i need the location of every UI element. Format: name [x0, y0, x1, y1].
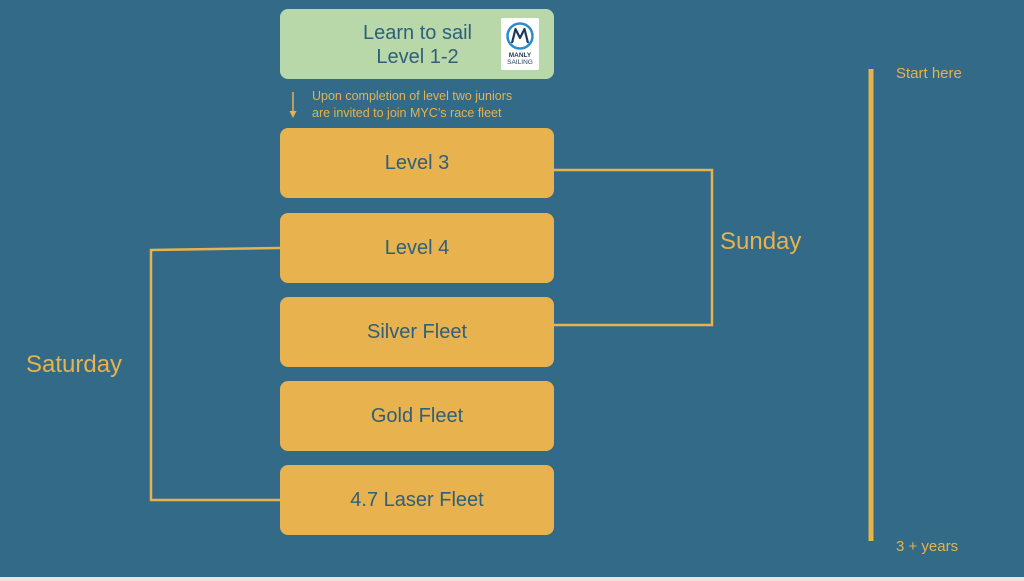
logo-text-line2: SAILING	[507, 59, 533, 66]
learn-to-sail-title: Learn to sail Level 1-2	[340, 21, 495, 69]
logo-text: MANLY SAILING	[501, 52, 539, 66]
timeline-end-label: 3 + years	[896, 538, 959, 555]
down-arrow-head	[289, 111, 297, 118]
learn-to-sail-line1: Learn to sail	[363, 22, 472, 44]
sunday-bracket	[554, 168, 714, 327]
saturday-bracket	[149, 246, 281, 502]
manly-sailing-logo-icon	[506, 22, 534, 50]
learn-to-sail-line2: Level 1-2	[376, 46, 459, 68]
bottom-strip	[0, 577, 1024, 581]
level-4-box: Level 4	[280, 213, 554, 283]
learn-to-sail-box: Learn to sail Level 1-2 MANLY SAILING	[280, 9, 554, 79]
logo-text-line1: MANLY	[508, 52, 532, 59]
laser-fleet-box: 4.7 Laser Fleet	[280, 465, 554, 535]
gold-fleet-box: Gold Fleet	[280, 381, 554, 451]
manly-sailing-logo: MANLY SAILING	[501, 18, 539, 70]
completion-note-line1: Upon completion of level two juniors	[312, 89, 513, 103]
completion-note-line2: are invited to join MYC’s race fleet	[312, 106, 502, 120]
sunday-label: Sunday	[720, 228, 802, 255]
completion-note: Upon completion of level two juniors are…	[312, 88, 572, 122]
silver-fleet-box: Silver Fleet	[280, 297, 554, 367]
level-3-box: Level 3	[280, 128, 554, 198]
saturday-label: Saturday	[26, 351, 123, 378]
timeline-start-label: Start here	[896, 65, 962, 82]
